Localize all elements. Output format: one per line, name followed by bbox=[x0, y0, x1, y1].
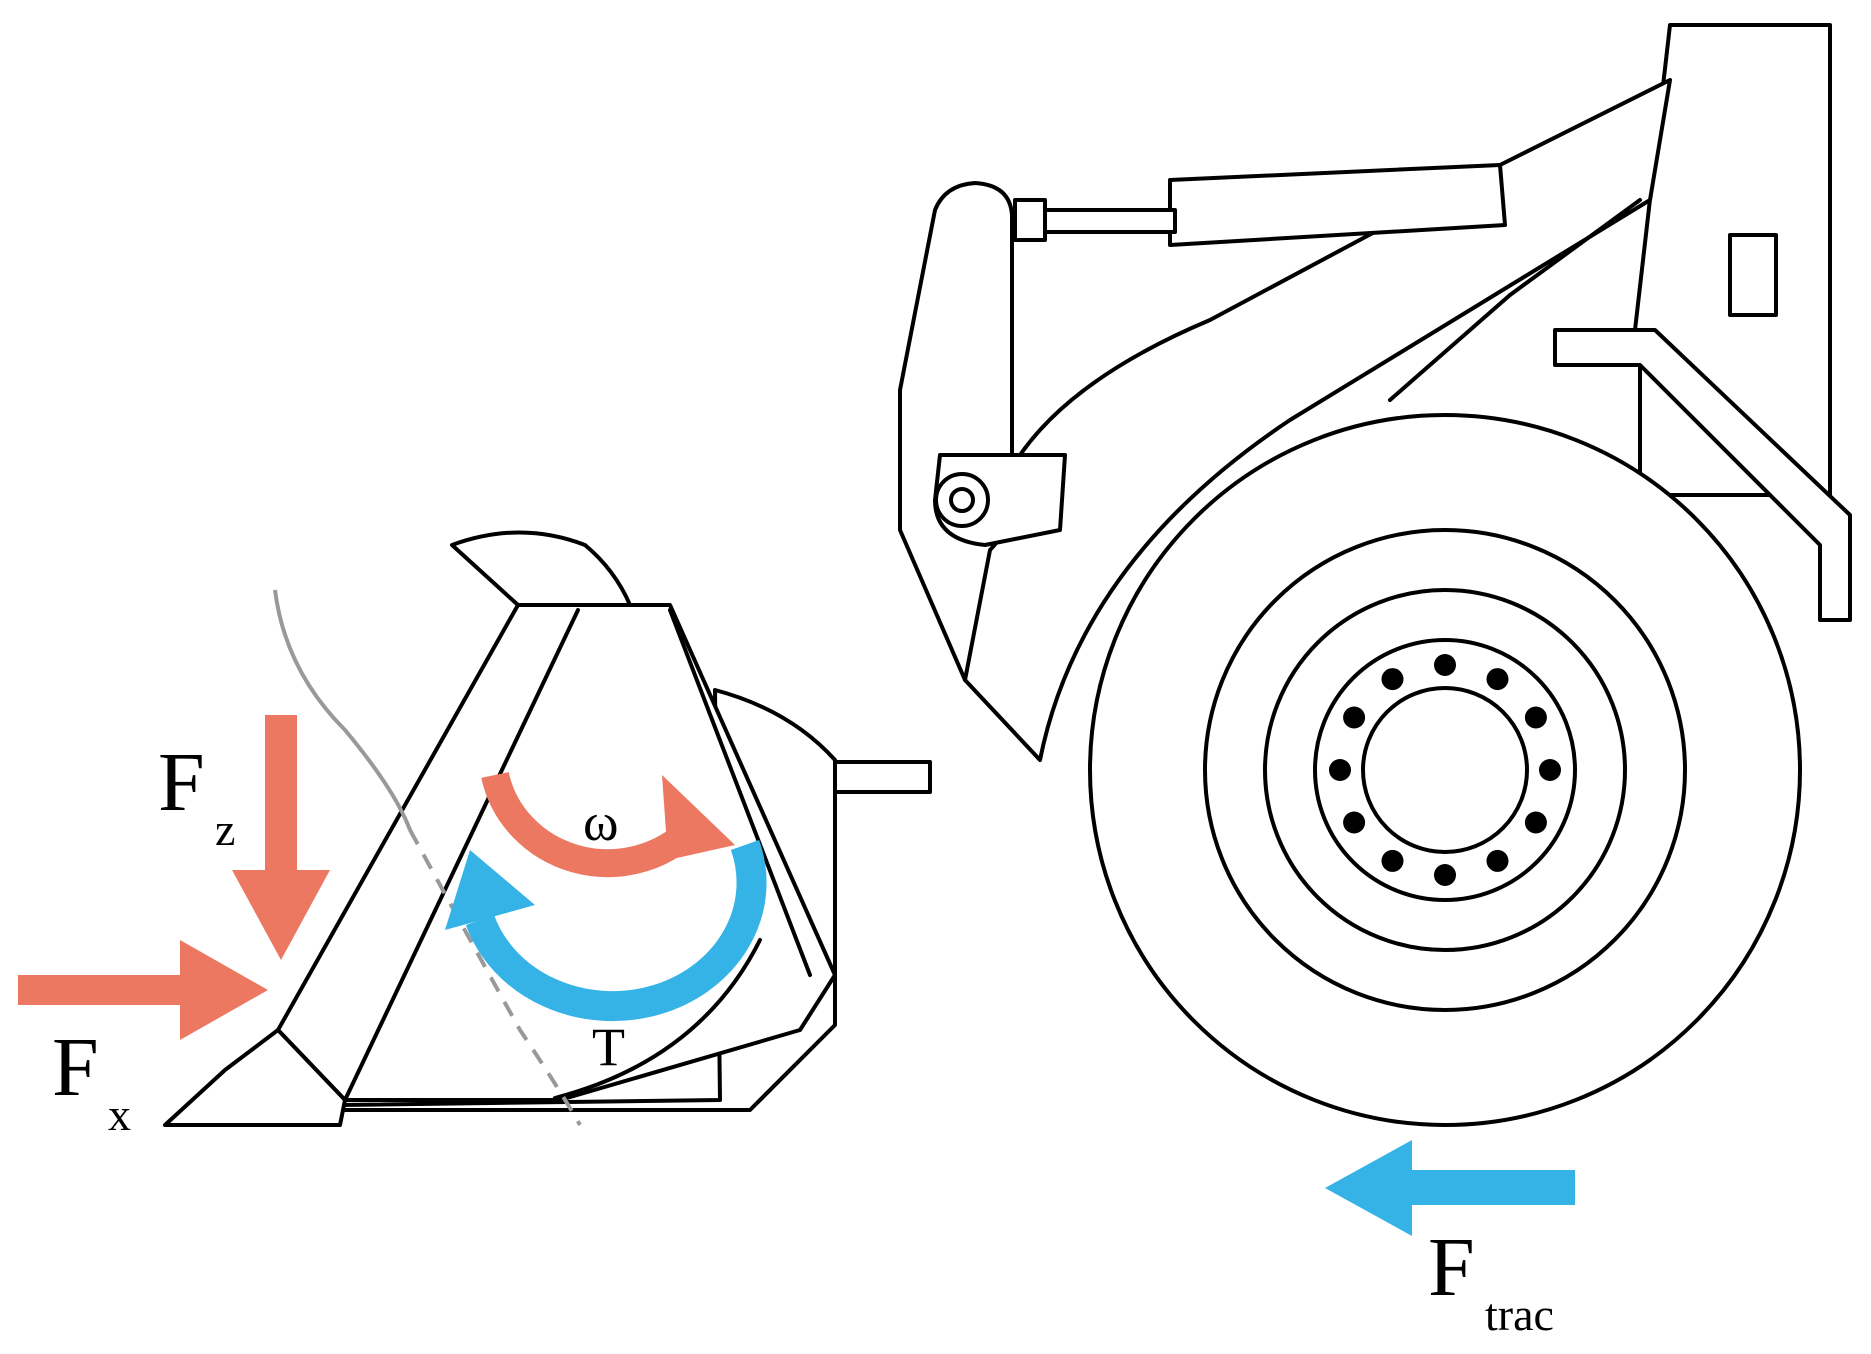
bucket-curve bbox=[553, 938, 762, 1100]
omega-arrowhead bbox=[662, 775, 735, 860]
soil-surface-line bbox=[273, 589, 412, 831]
cab-window bbox=[1728, 233, 1778, 317]
lug-nut bbox=[1381, 668, 1404, 691]
torque-label: T bbox=[592, 1017, 625, 1077]
lug-nut bbox=[1343, 706, 1366, 729]
fz-label: F bbox=[158, 736, 205, 829]
lug-nut bbox=[1524, 811, 1547, 834]
bucket-cutting-edge bbox=[163, 1028, 347, 1127]
boom-brace bbox=[1508, 198, 1642, 297]
rotate-counterclockwise-icon bbox=[465, 839, 767, 1022]
arrow-left-icon bbox=[1325, 1140, 1575, 1236]
link-rod bbox=[828, 760, 932, 794]
tilt-cylinder bbox=[1013, 163, 1507, 247]
lug-nuts bbox=[1329, 654, 1561, 886]
torque-arrowhead bbox=[445, 850, 535, 930]
lug-nut bbox=[1343, 811, 1366, 834]
lug-nut bbox=[1329, 759, 1351, 781]
arrow-down-icon bbox=[232, 715, 330, 960]
torque-arrow bbox=[445, 839, 767, 1022]
lug-nut bbox=[1539, 759, 1561, 781]
soil-profile bbox=[273, 589, 582, 1126]
fx-label: F bbox=[52, 1021, 99, 1114]
ftrac-arrow bbox=[1325, 1140, 1575, 1236]
omega-label: ω bbox=[583, 792, 619, 852]
ftrac-label: F bbox=[1428, 1221, 1475, 1314]
bucket-inner-edge-right bbox=[668, 608, 812, 977]
pivot-pin-inner bbox=[949, 487, 975, 513]
lug-nut bbox=[1381, 849, 1404, 872]
tire-outer bbox=[1088, 413, 1802, 1127]
tire-ring-2 bbox=[1263, 588, 1627, 952]
fx-arrow bbox=[18, 940, 268, 1040]
lug-nut bbox=[1434, 654, 1456, 676]
bell-crank bbox=[828, 181, 1067, 794]
front-wheel bbox=[1088, 413, 1802, 1127]
tilt-cylinder-rod bbox=[1038, 208, 1177, 234]
bucket-top-guard bbox=[450, 530, 632, 607]
lug-nut bbox=[1434, 864, 1456, 886]
soil-failure-line bbox=[408, 829, 582, 1126]
ftrac-subscript: trac bbox=[1485, 1289, 1554, 1340]
lug-nut bbox=[1486, 668, 1509, 691]
rotate-clockwise-icon bbox=[481, 771, 700, 878]
lug-nut bbox=[1524, 706, 1547, 729]
boom-lower-edge bbox=[1388, 293, 1512, 402]
fx-subscript: x bbox=[108, 1089, 131, 1140]
tire-ring-1 bbox=[1203, 528, 1687, 1012]
rim-ring bbox=[1313, 638, 1577, 902]
bucket-inner-edge-left bbox=[343, 608, 580, 1102]
fz-subscript: z bbox=[215, 804, 235, 855]
fender-step bbox=[1553, 328, 1852, 622]
omega-arrow bbox=[481, 771, 735, 878]
arrow-right-icon bbox=[18, 940, 268, 1040]
fz-arrow bbox=[232, 715, 330, 960]
tilt-cylinder-clevis bbox=[1013, 198, 1047, 242]
lug-nut bbox=[1486, 849, 1509, 872]
hub-ring bbox=[1361, 686, 1529, 854]
